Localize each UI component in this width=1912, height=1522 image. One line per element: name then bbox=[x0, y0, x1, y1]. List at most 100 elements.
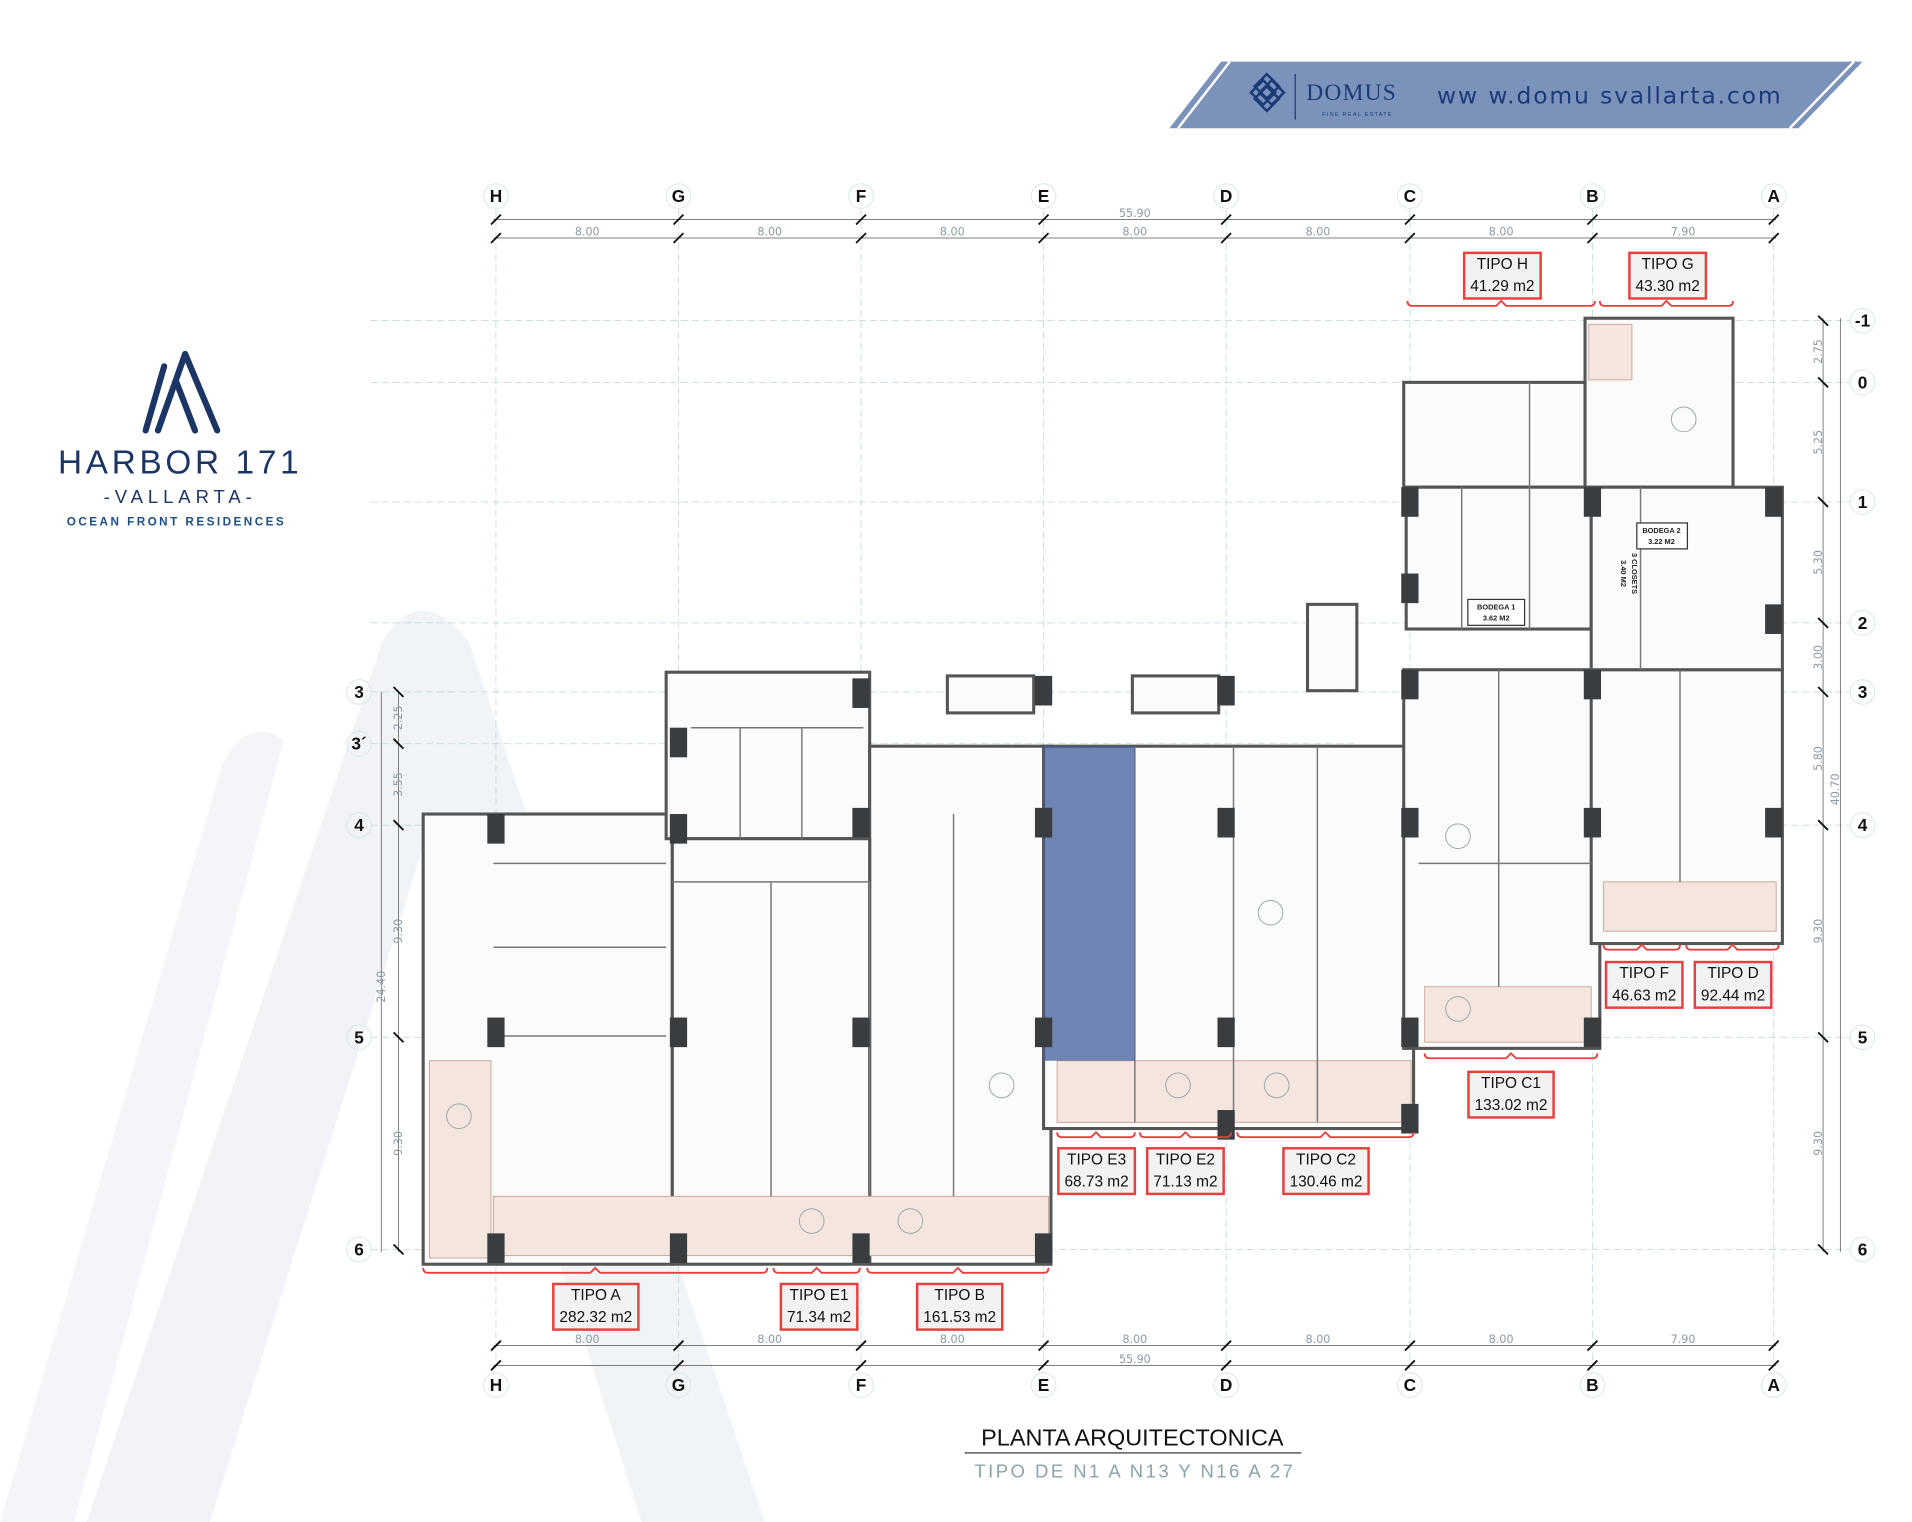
dimension-value: 40.70 bbox=[1829, 773, 1842, 805]
structural-column bbox=[1401, 1103, 1419, 1134]
room-label-closets: 3 CLOSETS 3.40 M2 bbox=[1619, 553, 1639, 594]
dimension-value: 8.00 bbox=[1489, 1333, 1514, 1346]
building-wall bbox=[1402, 668, 1602, 1050]
grid-marker: 5 bbox=[354, 1027, 364, 1047]
dimension-value: 8.00 bbox=[757, 226, 782, 239]
unit-label-box bbox=[552, 1282, 640, 1331]
unit-bracket bbox=[1138, 1130, 1232, 1139]
dimension-value: 55.90 bbox=[1119, 207, 1151, 220]
grid-marker: 1 bbox=[1858, 492, 1868, 512]
building-wall bbox=[664, 670, 872, 841]
domus-banner: DOMUS FINE REAL ESTATE ww w.domu svallar… bbox=[1169, 60, 1863, 130]
grid-marker: A bbox=[1768, 1375, 1780, 1395]
dimension-value: 55.90 bbox=[1119, 1353, 1151, 1366]
dimension-value: 7.90 bbox=[1671, 226, 1696, 239]
dimension-value: 8.00 bbox=[1306, 226, 1331, 239]
unit-area: 92.44 m2 bbox=[1701, 987, 1765, 1004]
terrace bbox=[1588, 323, 1633, 381]
grid-marker: F bbox=[856, 186, 867, 206]
unit-area: 282.32 m2 bbox=[559, 1309, 632, 1326]
dimension-value: 8.00 bbox=[1306, 1333, 1331, 1346]
structural-column bbox=[1401, 573, 1419, 604]
grid-marker: G bbox=[672, 1375, 685, 1395]
unit-label-tipo-h[interactable]: TIPO H41.29 m2 bbox=[1406, 251, 1596, 307]
unit-label-box bbox=[1145, 1147, 1225, 1196]
grid-marker: F bbox=[856, 1375, 867, 1395]
dimension-value: 8.00 bbox=[1122, 226, 1147, 239]
dimension-value: 3.00 bbox=[1812, 645, 1825, 670]
grid-marker: -1 bbox=[1855, 311, 1871, 331]
grid-marker: D bbox=[1220, 186, 1232, 206]
unit-type: TIPO D bbox=[1707, 965, 1758, 982]
svg-text:3.22 M2: 3.22 M2 bbox=[1648, 537, 1675, 546]
unit-label-tipo-d[interactable]: TIPO D 92.44 m2 bbox=[1685, 943, 1780, 1009]
unit-label-tipo-g[interactable]: TIPO G43.30 m2 bbox=[1598, 251, 1734, 307]
terrace bbox=[492, 1195, 1049, 1257]
grid-marker: 5 bbox=[1858, 1027, 1868, 1047]
structural-column bbox=[1217, 807, 1235, 838]
structural-column bbox=[487, 814, 505, 844]
unit-bracket bbox=[1423, 1052, 1599, 1060]
grid-marker: C bbox=[1404, 1375, 1416, 1395]
unit-bracket bbox=[1406, 299, 1596, 307]
terrace bbox=[1603, 881, 1777, 932]
unit-area: 71.34 m2 bbox=[787, 1309, 851, 1326]
unit-label-box bbox=[779, 1282, 859, 1331]
unit-label-tipo-a[interactable]: TIPO A 282.32 m2 bbox=[422, 1266, 769, 1331]
structural-column bbox=[1034, 675, 1053, 706]
unit-area: 68.73 m2 bbox=[1064, 1174, 1128, 1191]
structural-column bbox=[1034, 1233, 1053, 1263]
structural-column bbox=[1401, 1017, 1419, 1048]
room-label-bodega-1: BODEGA 1 3.62 M2 bbox=[1467, 598, 1526, 626]
highlighted-unit-e3[interactable] bbox=[1043, 746, 1135, 1061]
dimension-value: 8.00 bbox=[575, 1333, 600, 1346]
structural-column bbox=[1401, 487, 1419, 517]
grid-marker: 2 bbox=[1858, 613, 1868, 633]
unit-bracket bbox=[422, 1266, 769, 1274]
building-wall bbox=[1305, 602, 1359, 693]
dining-table bbox=[1263, 1072, 1290, 1099]
grid-marker: E bbox=[1038, 186, 1050, 206]
unit-label-box bbox=[1693, 960, 1773, 1009]
grid-marker: 3 bbox=[354, 682, 364, 702]
structural-column bbox=[669, 814, 688, 844]
structural-column bbox=[852, 807, 870, 838]
structural-column bbox=[669, 727, 688, 758]
dimension-value: 8.00 bbox=[1489, 226, 1514, 239]
structural-column bbox=[1583, 1017, 1602, 1048]
structural-column bbox=[852, 1017, 870, 1048]
structural-column bbox=[1583, 807, 1602, 838]
website-link[interactable]: ww w.domu svallarta.com bbox=[1437, 82, 1782, 110]
structural-column bbox=[1217, 1110, 1235, 1140]
domus-tagline: FINE REAL ESTATE bbox=[1322, 112, 1393, 118]
structural-column bbox=[1401, 669, 1419, 700]
grid-marker: C bbox=[1404, 186, 1416, 206]
grid-marker: 4 bbox=[354, 815, 364, 835]
dimension-lines: 55.90 8.00 8.00 8.00 8.00 8.00 8.00 7.90 55.90 8.… bbox=[375, 207, 1842, 1371]
unit-type: TIPO E3 bbox=[1067, 1151, 1126, 1168]
unit-bracket bbox=[866, 1266, 1050, 1274]
grid-marker: 4 bbox=[1858, 815, 1868, 835]
structural-column bbox=[487, 1233, 505, 1263]
svg-text:3.40 M2: 3.40 M2 bbox=[1619, 560, 1628, 587]
unit-label-tipo-e3[interactable]: TIPO E3 68.73 m2 bbox=[1056, 1130, 1137, 1196]
unit-type: TIPO A bbox=[571, 1287, 621, 1304]
structural-column bbox=[852, 678, 870, 708]
unit-label-tipo-f[interactable]: TIPO F46.63 m2 bbox=[1602, 943, 1684, 1009]
dimension-value: 2.75 bbox=[1812, 339, 1825, 364]
unit-type: TIPO H bbox=[1477, 256, 1528, 273]
structural-column bbox=[1401, 807, 1419, 838]
terrace bbox=[428, 1060, 492, 1259]
unit-type: TIPO E2 bbox=[1156, 1151, 1215, 1168]
unit-type: TIPO G bbox=[1642, 256, 1694, 273]
building-wall bbox=[1589, 485, 1784, 672]
drawing-title: PLANTA ARQUITECTONICA bbox=[981, 1425, 1284, 1451]
grid-marker: 0 bbox=[1858, 372, 1868, 392]
